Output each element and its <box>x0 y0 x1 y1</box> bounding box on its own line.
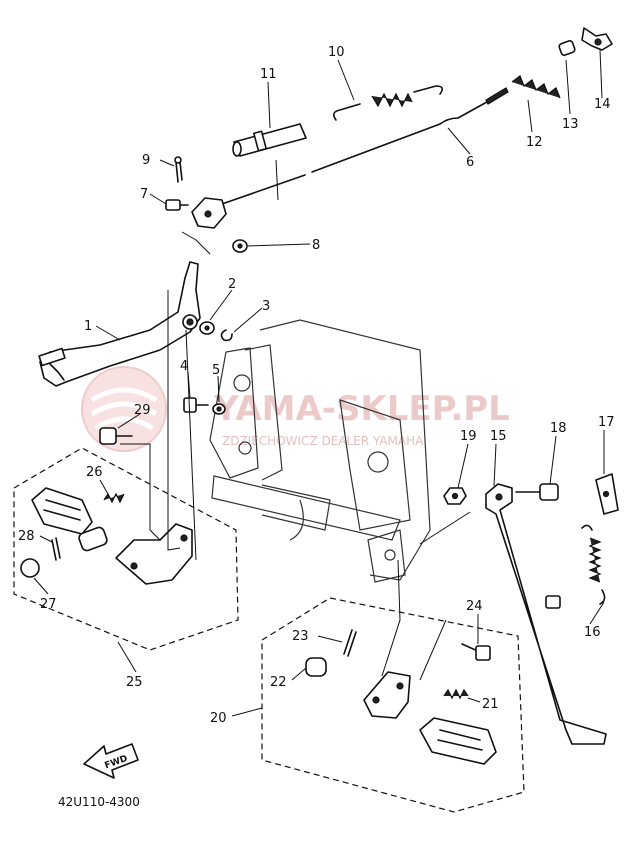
pin-22 <box>305 657 327 677</box>
pin-27 <box>20 558 40 578</box>
footrest-bracket-left <box>115 523 193 585</box>
clip-3 <box>220 329 233 342</box>
callout-12: 12 <box>526 135 543 150</box>
assembly-lines <box>120 159 471 681</box>
clevis-pin-7 <box>165 199 189 211</box>
spring-26 <box>103 492 125 504</box>
stand-spring-16 <box>581 524 606 605</box>
brake-rod <box>221 87 509 205</box>
cotter-28 <box>51 537 61 561</box>
bolt-18 <box>515 483 559 501</box>
brake-pedal <box>38 261 201 387</box>
spacer-left <box>78 526 108 552</box>
rod-joint <box>191 197 227 229</box>
cotter-pin-9 <box>174 156 183 183</box>
callout-5: 5 <box>212 363 220 378</box>
return-spring-10 <box>332 85 444 121</box>
watermark-main-text: YAMA-SKLEP.PL <box>213 389 510 429</box>
callout-2: 2 <box>228 277 236 292</box>
callout-26: 26 <box>86 465 103 480</box>
callout-21: 21 <box>482 697 499 712</box>
callout-14: 14 <box>594 97 611 112</box>
callout-7: 7 <box>140 187 148 202</box>
bolt-29 <box>99 427 133 445</box>
callout-23: 23 <box>292 629 309 644</box>
spring-21 <box>443 688 469 700</box>
watermark-logo-icon <box>81 366 167 452</box>
callout-8: 8 <box>312 238 320 253</box>
watermark-sub-text: ZDZIECHOWICZ DEALER YAMAHA <box>222 434 424 448</box>
footrest-peg-left <box>31 487 93 535</box>
callout-18: 18 <box>550 421 567 436</box>
footrest-peg-right <box>419 717 497 765</box>
leader-lines <box>33 49 605 717</box>
callout-10: 10 <box>328 45 345 60</box>
washer-5 <box>212 403 226 415</box>
spring-12 <box>511 75 561 99</box>
callout-1: 1 <box>84 319 92 334</box>
wing-nut-14 <box>581 27 613 51</box>
diagram-code: 42U110-4300 <box>58 795 140 809</box>
callout-15: 15 <box>490 429 507 444</box>
callout-27: 27 <box>40 597 57 612</box>
callout-4: 4 <box>180 359 188 374</box>
callout-6: 6 <box>466 155 474 170</box>
footrest-bracket-right <box>363 671 411 719</box>
callout-25: 25 <box>126 675 143 690</box>
fwd-arrow-icon: FWD <box>83 743 139 779</box>
bolt-24 <box>461 643 491 661</box>
callout-3: 3 <box>262 299 270 314</box>
right-footrest-assembly <box>261 597 525 813</box>
stand-bracket-17 <box>595 473 619 515</box>
left-footrest-assembly <box>13 427 239 651</box>
callout-13: 13 <box>562 117 579 132</box>
callout-numbers: 1 2 3 4 5 6 7 8 9 10 11 12 13 14 15 16 1… <box>18 45 615 726</box>
callout-17: 17 <box>598 415 615 430</box>
callout-11: 11 <box>260 67 277 82</box>
sleeve-11 <box>232 123 307 157</box>
washer-2 <box>199 321 215 335</box>
callout-28: 28 <box>18 529 35 544</box>
callout-20: 20 <box>210 711 227 726</box>
frame-section <box>209 319 431 583</box>
callout-16: 16 <box>584 625 601 640</box>
callout-22: 22 <box>270 675 287 690</box>
collar-13 <box>558 40 576 56</box>
washer-8 <box>232 239 248 253</box>
cotter-23 <box>343 629 357 657</box>
callout-19: 19 <box>460 429 477 444</box>
callout-9: 9 <box>142 153 150 168</box>
callout-29: 29 <box>134 403 151 418</box>
side-stand <box>485 483 607 745</box>
callout-24: 24 <box>466 599 483 614</box>
nut-19 <box>443 487 467 505</box>
bolt-4 <box>183 397 209 413</box>
